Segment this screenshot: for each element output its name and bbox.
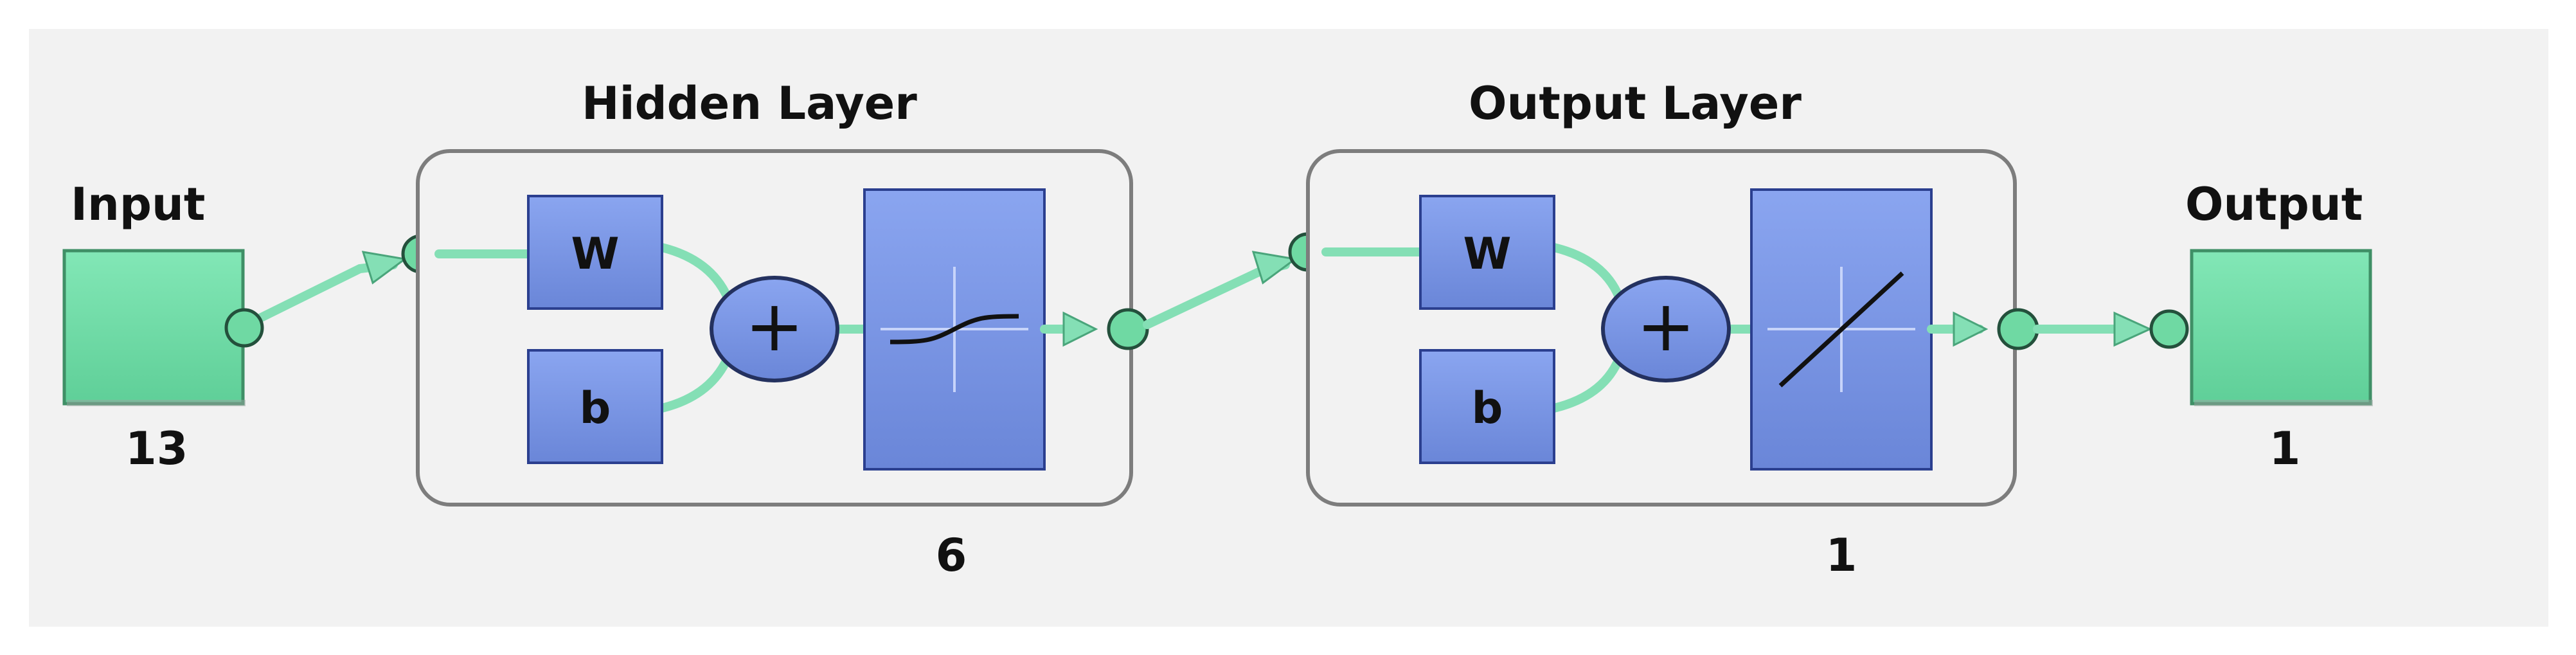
hidden-layer-title: Hidden Layer (582, 77, 917, 130)
output-label: Output (2185, 178, 2363, 231)
hidden-weight-to-sum (657, 243, 734, 307)
arrowhead-hidden-output (1251, 251, 1298, 285)
hidden-bias-block (527, 349, 663, 464)
output-bias-symbol: b (1472, 383, 1503, 434)
output-layer-output-node (1997, 308, 2039, 350)
input-block-shadow (67, 400, 246, 406)
output-input-node (2149, 309, 2189, 349)
output-sum-node (1601, 276, 1731, 382)
output-weight-block (1419, 195, 1555, 310)
input-block (62, 249, 245, 406)
output-sum-symbol: + (1636, 285, 1695, 367)
output-weight-symbol: W (1463, 229, 1511, 280)
output-weight-to-sum (1550, 243, 1625, 307)
output-block-shadow (2194, 400, 2373, 406)
linear-transfer-icon (1767, 267, 1915, 392)
hidden-bias-symbol: b (580, 383, 611, 434)
output-layer-title: Output Layer (1469, 77, 1802, 130)
input-output-node (224, 308, 264, 348)
arrowhead-input-hidden (361, 251, 407, 285)
input-size: 13 (125, 422, 188, 475)
arrowhead-output-transfer (1953, 311, 1989, 347)
arrowhead-hidden-transfer (1062, 311, 1098, 347)
hidden-weight-symbol: W (571, 229, 619, 280)
hidden-sum-symbol: + (745, 285, 804, 367)
output-bias-block (1419, 349, 1555, 464)
output-size: 1 (2269, 422, 2301, 475)
sigmoid-transfer-icon (881, 267, 1028, 392)
output-block (2190, 249, 2372, 406)
hidden-sum-node (710, 276, 839, 382)
output-layer-size: 1 (1826, 529, 1857, 582)
hidden-weight-block (527, 195, 663, 310)
hidden-output-node (1107, 308, 1149, 350)
input-label: Input (71, 178, 205, 231)
hidden-layer-size: 6 (936, 529, 967, 582)
arrowhead-output-final (2113, 311, 2152, 347)
